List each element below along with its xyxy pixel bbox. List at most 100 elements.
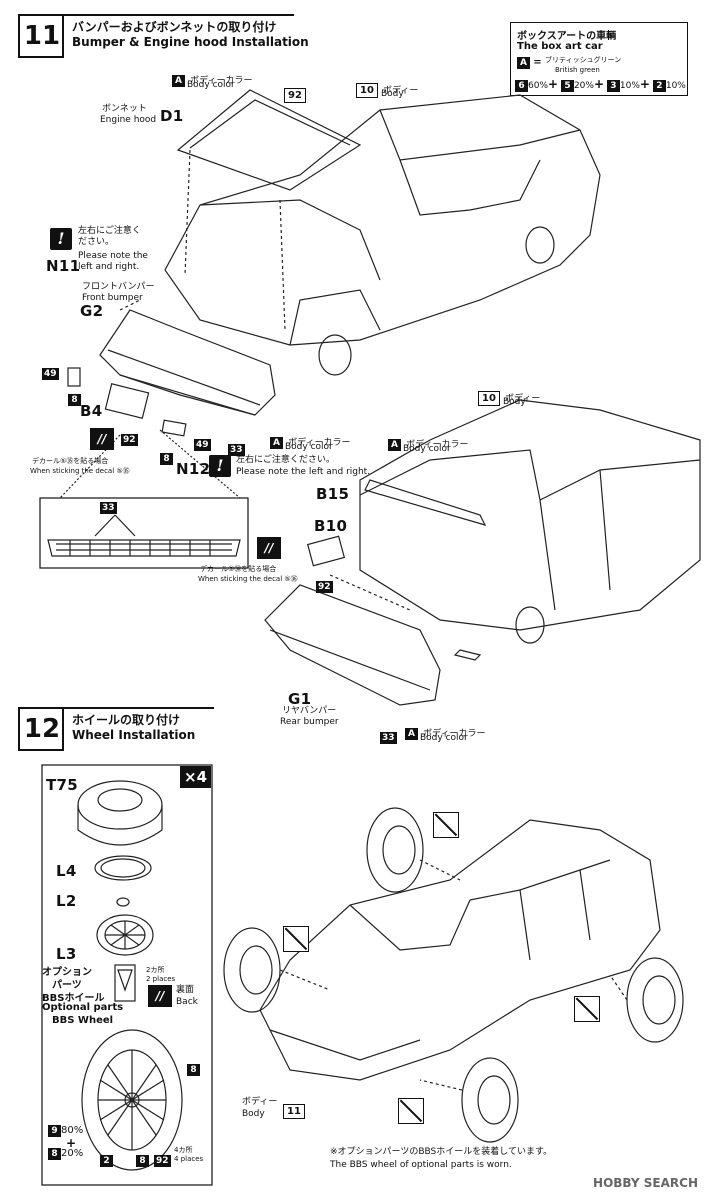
color-a-badge-4: A <box>405 728 418 740</box>
note-2-jp: 左右にご注意ください。 <box>236 455 335 465</box>
part-g1: G1 <box>288 690 312 708</box>
back-jp: 裏面 <box>176 985 195 995</box>
part-g2: G2 <box>80 302 104 320</box>
places-4-en: 4 places <box>174 1155 204 1163</box>
step-11-title-jp: バンパーおよびボンネットの取り付け <box>72 20 277 34</box>
step-12-title-en: Wheel Installation <box>72 728 196 742</box>
part-8-badge-5: 8 <box>136 1155 149 1167</box>
body-color-en-3: Body color <box>403 444 451 454</box>
paint-5: 5 <box>560 80 574 92</box>
body-en-2: Body <box>503 397 526 407</box>
option-label-jp-1: オプション <box>42 967 92 978</box>
note-1-en-2: left and right. <box>78 262 140 272</box>
part-8-badge-2: 8 <box>160 453 173 465</box>
bbs-label-en: BBS Wheel <box>52 1015 114 1026</box>
part-8-center: 8 <box>136 1148 149 1167</box>
part-33-inset: 33 <box>100 495 117 514</box>
part-33-badge-2: 33 <box>100 502 117 514</box>
body-color-jp-2: ボディーカラー <box>288 438 351 448</box>
rear-bumper-en: Rear bumper <box>280 717 339 727</box>
places-2-jp: 2カ所 <box>146 966 165 974</box>
part-92-badge-1: 92 <box>284 88 306 103</box>
decal-2-jp: デカール⑤㊱を貼る場合 <box>200 565 277 573</box>
part-92-hood: 92 <box>284 83 306 103</box>
mix-80-pct: 80% <box>61 1125 84 1136</box>
paint-3: 3 <box>606 80 620 92</box>
part-92-badge-2: 92 <box>121 434 138 446</box>
step-11-header-bar <box>62 14 294 56</box>
color-letter-a: A <box>517 57 530 69</box>
part-8-right: 8 <box>160 446 173 465</box>
part-8-badge-4: 8 <box>48 1148 61 1160</box>
decal-1-en: When sticking the decal ⑤㉟ <box>30 467 130 475</box>
part-92-badge-4: 92 <box>154 1155 171 1167</box>
note-icon-2 <box>209 455 231 477</box>
part-8-wheel: 8 <box>187 1057 200 1076</box>
box-art-title-en: The box art car <box>517 41 603 52</box>
decal-2-en: When sticking the decal ⑤㊱ <box>198 575 298 583</box>
part-t75: T75 <box>46 776 79 794</box>
option-label-jp-2: パーツ <box>52 980 82 991</box>
color-a-badge-3: A <box>388 439 401 451</box>
part-49-badge-1: 49 <box>42 368 59 380</box>
plus-3: + <box>639 77 650 91</box>
no-cement-icon-4 <box>398 1098 424 1124</box>
step-11-title-en: Bumper & Engine hood Installation <box>72 35 309 49</box>
part-33-badge-3: 33 <box>380 732 397 744</box>
watermark: HOBBY SEARCH <box>593 1176 698 1190</box>
hood-color-label: A ボディーカラー <box>172 68 252 87</box>
mix-20-pct: 20% <box>61 1148 84 1159</box>
body-color-jp-4: ボディーカラー <box>423 729 486 739</box>
box-art-panel: ボックスアートの車輌 The box art car A = ブリティッシュグリ… <box>510 22 688 96</box>
paint-6-pct: 60% <box>528 81 549 91</box>
part-92-decal-1: 92 <box>121 427 138 446</box>
part-2-wheel: 2 <box>100 1148 113 1167</box>
part-33-front: 33 <box>228 437 245 456</box>
body-jp-3: ボディー <box>242 1097 278 1107</box>
body-11-badge-wrap: 11 <box>283 1099 305 1119</box>
note-icon-1 <box>50 228 72 250</box>
part-l3: L3 <box>56 945 77 963</box>
part-n11: N11 <box>46 257 81 275</box>
part-2-badge: 2 <box>100 1155 113 1167</box>
part-8-badge-3: 8 <box>187 1064 200 1076</box>
part-8-left: 8 <box>68 387 81 406</box>
rear-bumper-color-label: A ボディーカラー <box>405 721 485 740</box>
body-color-en-4: Body color <box>420 733 468 743</box>
places-4-jp: 4カ所 <box>174 1146 193 1154</box>
body-color-jp-1: ボディーカラー <box>190 76 253 86</box>
box-art-color-row: A = <box>517 57 542 69</box>
rear-body-part-label: 10 ボディー <box>478 386 540 406</box>
part-l4: L4 <box>56 862 77 880</box>
paint-3-pct: 10% <box>619 81 640 91</box>
part-33-badge-1: 33 <box>228 444 245 456</box>
step-12-header-bar <box>62 707 214 749</box>
body-jp-2: ボディー <box>505 394 541 404</box>
paint-6: 6 <box>515 80 528 92</box>
front-bumper-en: Front bumper <box>82 293 143 303</box>
decal-icon-2 <box>257 537 281 559</box>
step-11-number: 11 <box>18 14 64 58</box>
no-cement-icon-1 <box>433 812 459 838</box>
body-en-3: Body <box>242 1109 265 1119</box>
note-1-jp: 左右にご注意ください。 <box>78 226 141 247</box>
front-bumper-color-label: A ボディーカラー <box>270 430 350 449</box>
body-en-1: Body <box>381 89 404 99</box>
part-b10: B10 <box>314 517 348 535</box>
body-color-jp-3: ボディーカラー <box>406 440 469 450</box>
footnote-jp: ※オプションパーツのBBSホイールを装着しています。 <box>330 1147 553 1157</box>
footnote-en: The BBS wheel of optional parts is worn. <box>330 1160 512 1170</box>
hood-en: Engine hood <box>100 115 157 125</box>
places-2-en: 2 places <box>146 975 176 983</box>
back-en: Back <box>176 997 198 1007</box>
part-d1: D1 <box>160 107 184 125</box>
box-art-title-jp: ボックスアートの車輌 <box>517 31 617 42</box>
color-a-badge-1: A <box>172 75 185 87</box>
plus-2: + <box>593 77 605 91</box>
body-11-badge: 11 <box>283 1104 305 1119</box>
body-color-en-2: Body color <box>285 442 333 452</box>
note-2-en: Please note the left and right. <box>236 467 371 477</box>
